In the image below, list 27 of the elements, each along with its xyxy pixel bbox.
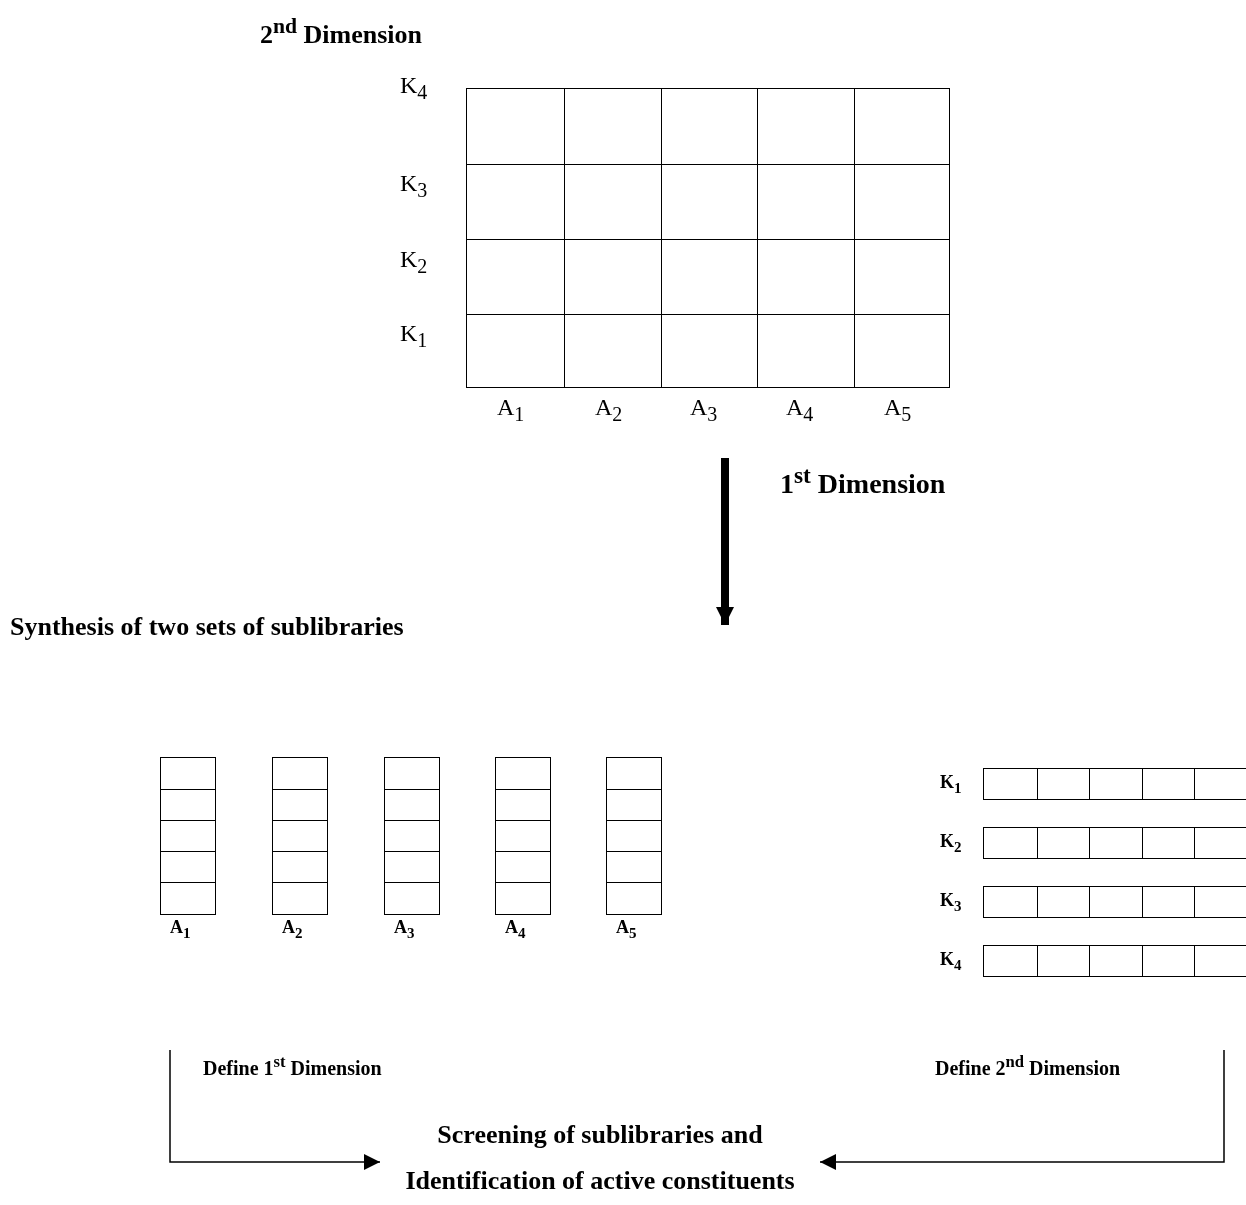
column-label: A$_{3}$: [690, 394, 718, 426]
column-label: A$_{3}$: [394, 917, 415, 942]
row-label: K$_{4}$: [940, 949, 962, 974]
axis-title: 2$^{nd}$ Dimension: [260, 14, 423, 50]
row-label: K$_{3}$: [400, 170, 428, 202]
row-label: K$_{2}$: [940, 831, 962, 856]
result-text: Screening of sublibraries and Identification of active constituents: [380, 1112, 820, 1204]
edge-label: Define 1$^{st}$ Dimension: [203, 1052, 382, 1080]
column-label: A$_{1}$: [170, 917, 191, 942]
column-label: A$_{2}$: [282, 917, 303, 942]
column-label: A$_{4}$: [786, 394, 814, 426]
column-label: A$_{5}$: [616, 917, 637, 942]
column-label: A$_{5}$: [884, 394, 912, 426]
axis-title: 1$^{st}$ Dimension: [780, 462, 946, 501]
row-label: K$_{1}$: [400, 320, 428, 352]
row-label: K$_{2}$: [400, 246, 428, 278]
column-label: A$_{1}$: [497, 394, 525, 426]
row-label: K$_{1}$: [940, 772, 962, 797]
heading: Synthesis of two sets of sublibraries: [10, 612, 404, 642]
edge-label: Define 2$^{nd}$ Dimension: [935, 1052, 1121, 1080]
column-label: A$_{4}$: [505, 917, 526, 942]
row-label: K$_{4}$: [400, 72, 428, 104]
column-label: A$_{2}$: [595, 394, 623, 426]
bracket-arrow: [169, 1049, 381, 1170]
bracket-arrow: [819, 1049, 1225, 1170]
grid-table: [466, 88, 950, 388]
row-label: K$_{3}$: [940, 890, 962, 915]
